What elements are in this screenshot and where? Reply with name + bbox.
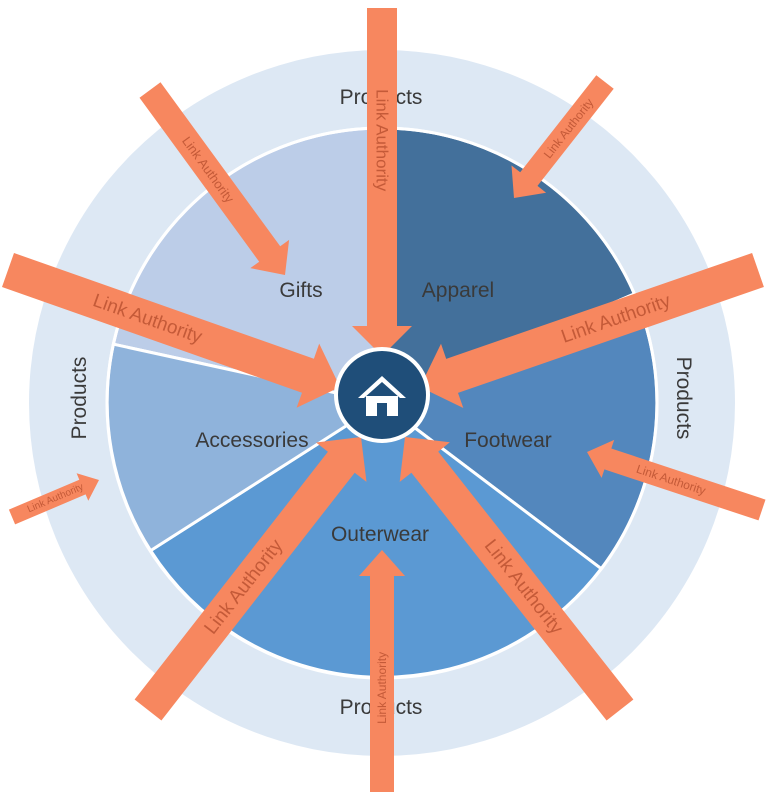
label-outerwear: Outerwear — [331, 523, 429, 546]
hub-circle — [334, 347, 430, 443]
arrow-right — [420, 253, 764, 408]
home-icon — [358, 376, 406, 416]
arrow-top — [352, 8, 412, 356]
label-accessories: Accessories — [195, 429, 308, 452]
arrow-label-bottom: Link Authority — [375, 652, 389, 724]
arrow-left — [2, 253, 340, 408]
arrow-outer-left — [8, 473, 99, 525]
arrow-bottom-right — [399, 437, 634, 721]
arrow-top-left — [139, 82, 290, 275]
arrow-bottom — [359, 550, 405, 792]
category-wheel — [105, 126, 659, 680]
products-label-left: Products — [68, 357, 91, 440]
arrow-bottom-left — [134, 437, 367, 721]
label-gifts: Gifts — [279, 279, 322, 302]
products-label-right: Products — [672, 357, 695, 440]
arrow-outer-right — [587, 439, 766, 521]
label-apparel: Apparel — [422, 279, 494, 302]
home-hub — [334, 347, 430, 443]
label-footwear: Footwear — [464, 429, 552, 452]
arrow-top-right — [511, 75, 614, 198]
arrow-label-top: Link Authority — [373, 89, 392, 192]
